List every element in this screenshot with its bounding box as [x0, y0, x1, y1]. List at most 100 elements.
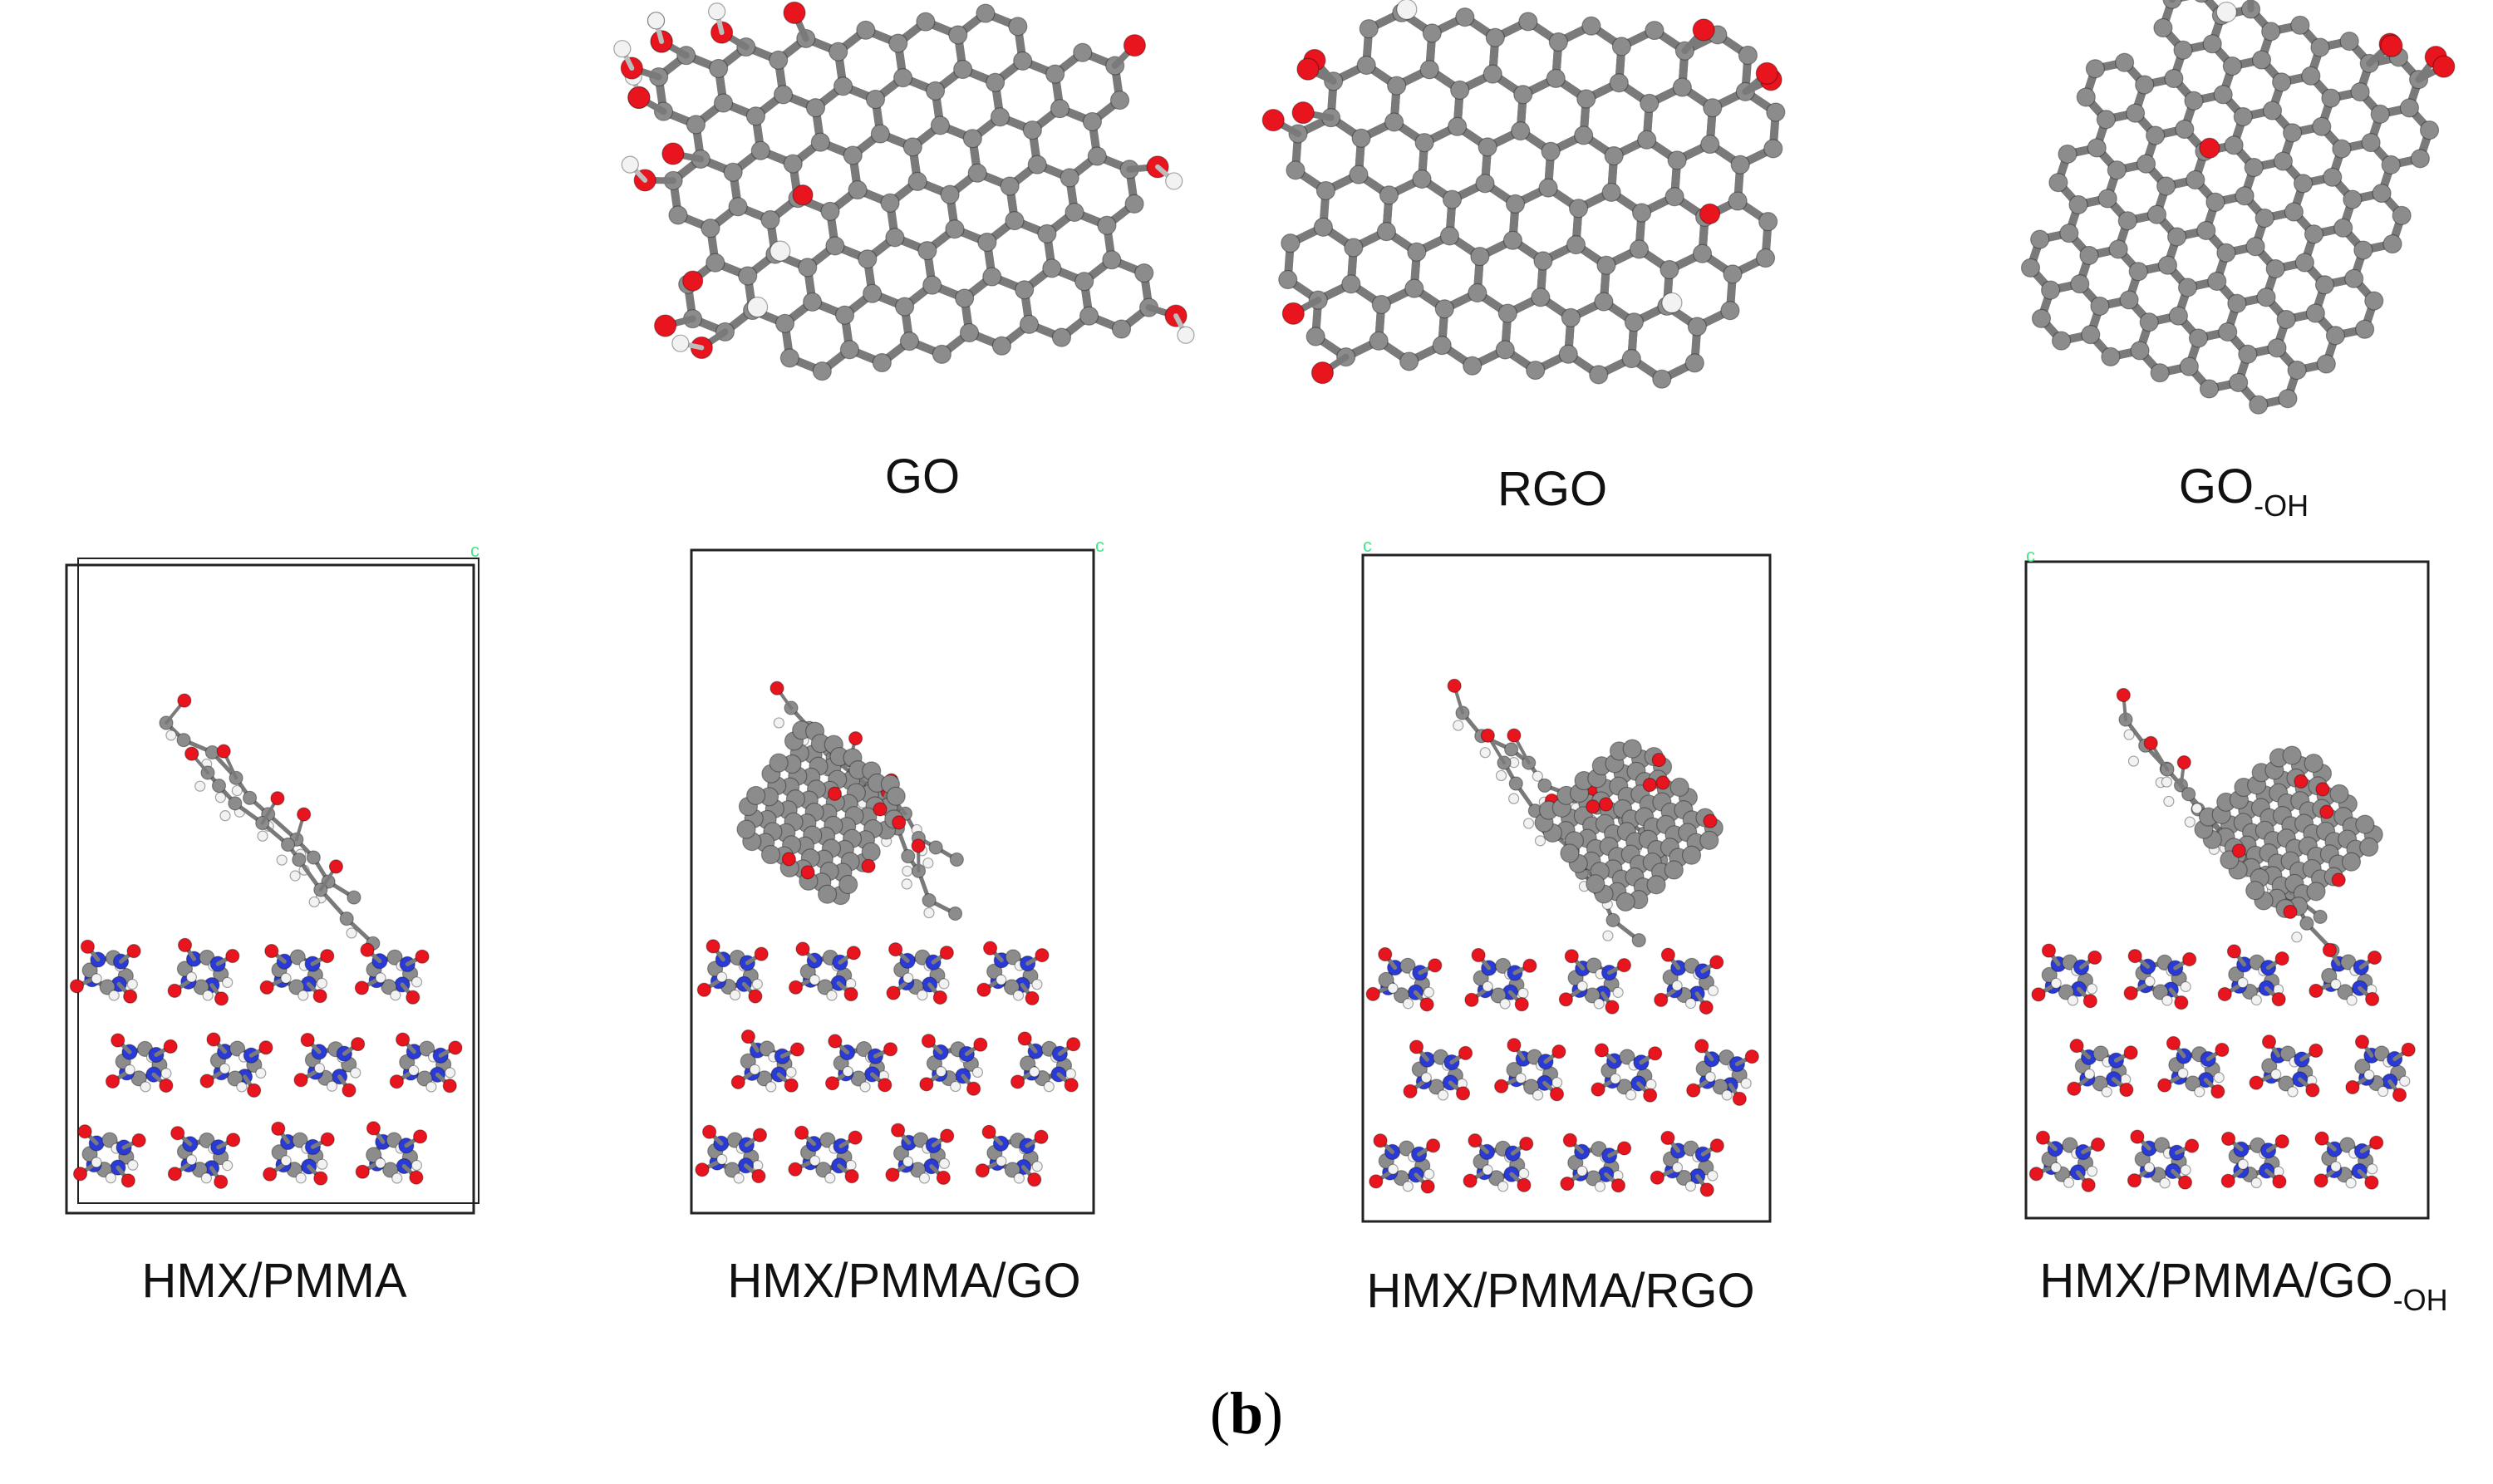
hydrogen-atom	[708, 2, 726, 21]
oxygen-atom	[2283, 904, 2298, 920]
carbon-atom	[2392, 205, 2412, 225]
carbon-atom	[967, 163, 987, 183]
hydrogen-atom	[391, 1172, 403, 1184]
carbon-atom	[2146, 125, 2166, 145]
carbon-atom	[2278, 389, 2298, 409]
carbon-atom	[812, 361, 832, 381]
oxygen-atom	[1551, 1044, 1566, 1059]
carbon-atom	[2227, 293, 2247, 313]
carbon-atom	[2062, 1137, 2078, 1153]
oxygen-atom	[1025, 990, 1040, 1006]
hmx-pmma-label-text: HMX/PMMA	[141, 1254, 407, 1308]
carbon-atom	[902, 137, 922, 157]
cell-boundary	[2024, 560, 2430, 1220]
carbon-atom	[2267, 338, 2287, 358]
carbon-atom	[1511, 121, 1531, 141]
carbon-atom	[2233, 106, 2253, 127]
carbon-atom	[2224, 135, 2244, 155]
carbon-atom	[1468, 283, 1487, 303]
carbon-atom	[2316, 354, 2336, 374]
carbon-atom	[1439, 226, 1460, 246]
carbon-atom	[2325, 326, 2346, 346]
hydrogen-atom	[317, 1158, 328, 1170]
carbon-atom	[193, 979, 209, 995]
carbon-atom	[1504, 742, 1519, 757]
oxygen-atom	[784, 1078, 799, 1093]
oxygen-atom	[824, 1076, 840, 1091]
carbon-atom	[977, 232, 997, 253]
oxygen-atom	[351, 1036, 366, 1052]
carbon-atom	[917, 240, 937, 261]
oxygen-atom	[1694, 1039, 1709, 1054]
oxygen-atom	[2322, 942, 2337, 957]
oxygen-atom	[214, 991, 229, 1006]
carbon-atom	[865, 89, 886, 110]
carbon-atom	[289, 949, 306, 966]
oxygen-atom	[1643, 1088, 1658, 1103]
carbon-atom	[1404, 278, 1424, 298]
oxygen-atom	[921, 1034, 937, 1049]
oxygen-atom	[2261, 1034, 2277, 1049]
panel-letter: b	[1229, 1380, 1264, 1447]
go-oh-molecule-structure	[2020, 0, 2456, 415]
oxygen-atom	[216, 744, 231, 759]
carbon-atom	[783, 154, 803, 174]
surface-atom	[746, 296, 769, 318]
carbon-atom	[1755, 248, 1776, 268]
carbon-atom	[925, 81, 946, 101]
carbon-atom	[2168, 306, 2189, 326]
carbon-atom	[1369, 331, 1389, 351]
carbon-atom	[2125, 103, 2146, 123]
carbon-atom	[2081, 325, 2101, 345]
oxygen-atom	[2314, 1173, 2328, 1188]
carbon-atom	[668, 205, 688, 225]
carbon-atom	[1455, 7, 1475, 27]
carbon-atom	[306, 850, 321, 865]
hydrogen-atom	[222, 976, 234, 989]
go-oh-label-text: GO	[2178, 459, 2255, 514]
carbon-atom	[1037, 224, 1057, 243]
hydrogen-atom	[257, 830, 268, 842]
hydrogen-atom	[809, 1155, 821, 1167]
carbon-atom	[2321, 967, 2338, 985]
carbon-atom	[1313, 217, 1333, 237]
carbon-atom	[2175, 119, 2195, 140]
carbon-atom	[2301, 66, 2321, 86]
carbon-atom	[199, 1132, 215, 1149]
carbon-atom	[760, 844, 781, 865]
oxygen-atom	[1296, 57, 1320, 81]
carbon-atom	[1611, 37, 1631, 57]
carbon-atom	[2354, 1059, 2371, 1075]
hmx-pmma-go-oh-label-text: HMX/PMMA/GO	[2039, 1254, 2393, 1308]
oxygen-atom	[2231, 843, 2246, 858]
carbon-atom	[990, 107, 1010, 127]
hydrogen-atom	[185, 1154, 198, 1166]
carbon-atom	[2107, 160, 2127, 180]
hydrogen-atom	[313, 1062, 326, 1074]
oxygen-atom	[2345, 1079, 2360, 1095]
oxygen-atom	[163, 1039, 178, 1054]
carbon-atom	[2364, 291, 2384, 311]
carbon-atom	[2128, 262, 2148, 282]
hydrogen-atom	[2063, 1177, 2075, 1188]
carbon-atom	[1060, 168, 1079, 188]
carbon-atom	[2059, 224, 2079, 243]
carbon-atom	[773, 85, 794, 105]
carbon-atom	[769, 50, 789, 70]
oxygen-atom	[2271, 992, 2286, 1007]
oxygen-atom	[1660, 1130, 1675, 1146]
hydrogen-atom	[346, 927, 357, 939]
hydrogen-atom	[411, 1159, 423, 1172]
hydrogen-atom	[445, 1067, 456, 1079]
hydrogen-atom	[1402, 1181, 1414, 1192]
oxygen-atom	[783, 1, 806, 24]
oxygen-atom	[1428, 958, 1443, 973]
oxygen-atom	[342, 1083, 356, 1098]
carbon-atom	[2202, 34, 2222, 54]
hydrogen-atom	[1012, 990, 1025, 1001]
carbon-atom	[820, 201, 840, 221]
carbon-atom	[893, 68, 913, 88]
oxygen-atom	[2367, 950, 2382, 966]
hydrogen-atom	[214, 792, 226, 803]
carbon-atom	[1513, 85, 1533, 105]
